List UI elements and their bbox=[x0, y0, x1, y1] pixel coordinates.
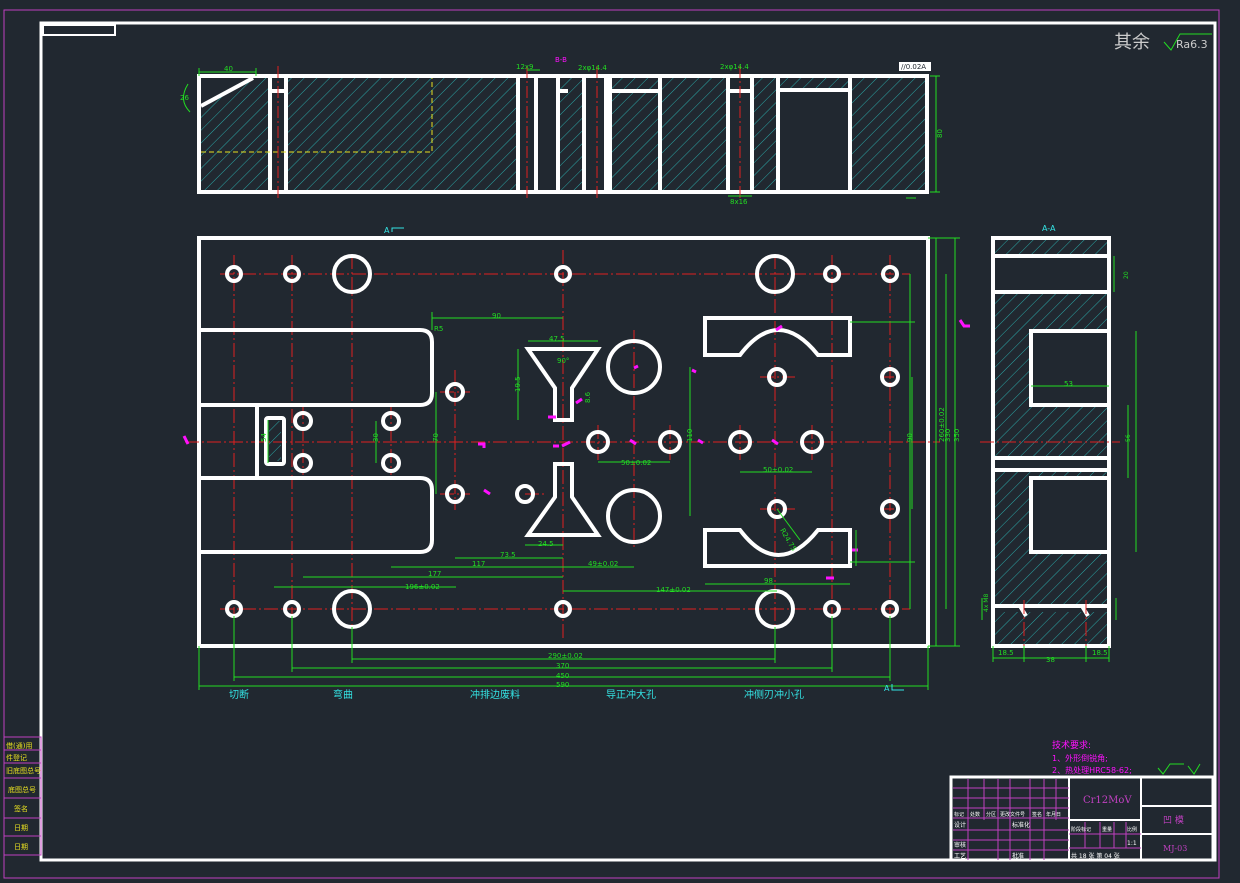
section-a-a: A-A bbox=[1042, 224, 1056, 233]
station-label-3: 导正冲大孔 bbox=[606, 688, 656, 701]
tb-sign: 签名 bbox=[1032, 811, 1042, 818]
side-dim-56: 56 bbox=[1125, 434, 1132, 442]
tb-std: 标准化 bbox=[1012, 821, 1030, 829]
dim-90: 90 bbox=[492, 312, 501, 320]
dim-260: 260±0.02 bbox=[938, 407, 946, 442]
tech-title: 技术要求: bbox=[1052, 739, 1091, 751]
sheet-frame bbox=[3, 9, 1220, 879]
tb-ratio: 比例 bbox=[1127, 826, 1137, 833]
section-bb: B-B bbox=[555, 56, 567, 64]
strip-5: 日期 bbox=[14, 824, 28, 832]
strip-2: 旧底图总号 bbox=[6, 766, 41, 775]
dim-117: 117 bbox=[472, 560, 485, 568]
title-material: Cr12MoV bbox=[1083, 795, 1132, 806]
dim-196: 196±0.02 bbox=[405, 583, 440, 591]
side-dim-38: 38 bbox=[1046, 656, 1055, 664]
dim-19-5: 19.5 bbox=[514, 376, 522, 392]
tb-date: 年月日 bbox=[1046, 811, 1061, 818]
dim-147: 147±0.02 bbox=[656, 586, 691, 594]
side-dim-20: 20 bbox=[1123, 271, 1130, 279]
dim-590: 590 bbox=[556, 681, 569, 689]
dim-80: 80 bbox=[936, 129, 944, 138]
title-part-name: 凹 模 bbox=[1163, 815, 1184, 826]
tb-weight: 重量 bbox=[1102, 826, 1112, 833]
tb-count: 处数 bbox=[970, 811, 980, 818]
dim-90-deg: 90° bbox=[557, 357, 569, 365]
roughness-value: Ra6.3 bbox=[1176, 38, 1208, 51]
side-dim-4x: 4x M8 bbox=[983, 594, 990, 612]
dim-r5: R5 bbox=[434, 325, 443, 333]
dim-r24: R24.75 bbox=[778, 527, 797, 553]
dim-330: 330 bbox=[944, 429, 952, 442]
section-a-top: A bbox=[384, 226, 390, 235]
left-strip: 借(通)用 件登记 旧底图总号 底图总号 签名 日期 日期 bbox=[3, 736, 42, 856]
side-dim-53: 53 bbox=[1064, 380, 1073, 388]
title-block: Cr12MoV 凹 模 MJ-03 1:1 共 18 张 第 04 张 标记 处… bbox=[949, 775, 1215, 862]
tb-approve: 批准 bbox=[1012, 852, 1024, 860]
dim-73-5: 73.5 bbox=[500, 551, 516, 559]
tolerance-text: //0.02A bbox=[901, 63, 926, 71]
strip-3: 底图总号 bbox=[8, 785, 36, 794]
dim-350: 350 bbox=[953, 429, 961, 442]
dim-26: 26 bbox=[180, 94, 189, 102]
dim-70: 70 bbox=[432, 433, 440, 442]
tb-mark: 标记 bbox=[954, 811, 964, 818]
tb-doc: 更改文件号 bbox=[1000, 811, 1025, 818]
tb-process: 工艺 bbox=[954, 852, 966, 860]
dim-2x14-a: 2xφ14.4 bbox=[578, 64, 607, 72]
technical-requirements: 技术要求: 1、外形倒锐角; 2、热处理HRC58-62; bbox=[1052, 739, 1201, 775]
dim-24-5: 24.5 bbox=[538, 540, 554, 548]
tb-check: 审核 bbox=[954, 841, 966, 849]
dim-47-5: 47.5 bbox=[549, 335, 565, 343]
dim-49: 49±0.02 bbox=[588, 560, 618, 568]
dim-290: 290±0.02 bbox=[548, 652, 583, 660]
dim-50-b: 50±0.02 bbox=[763, 466, 793, 474]
side-view: A-A bbox=[980, 224, 1137, 664]
roughness-note: 其余 Ra6.3 bbox=[1114, 32, 1212, 53]
tech-item-0: 1、外形倒锐角; bbox=[1052, 753, 1108, 763]
dim-450: 450 bbox=[556, 672, 569, 680]
strip-0: 借(通)用 bbox=[6, 741, 32, 750]
station-label-0: 切断 bbox=[229, 688, 249, 701]
dim-54: 54 bbox=[260, 433, 268, 442]
top-view: 40 26 12x9 B-B 2xφ14.4 2xφ14.4 80 8x16 /… bbox=[180, 56, 944, 206]
dim-110: 110 bbox=[686, 429, 694, 442]
drawing-border bbox=[39, 21, 1217, 862]
tb-design: 设计 bbox=[954, 821, 966, 829]
strip-6: 日期 bbox=[14, 843, 28, 851]
dim-177: 177 bbox=[428, 570, 441, 578]
dim-50-a: 50±0.02 bbox=[621, 459, 651, 467]
corner-tag bbox=[42, 24, 116, 36]
dim-2x14-b: 2xφ14.4 bbox=[720, 63, 749, 71]
tech-item-1: 2、热处理HRC58-62; bbox=[1052, 765, 1132, 775]
title-sheet: 共 18 张 第 04 张 bbox=[1071, 852, 1120, 860]
tb-zone: 分区 bbox=[986, 811, 996, 818]
tolerance-box bbox=[899, 62, 931, 71]
side-dim-18-5-b: 18.5 bbox=[1092, 649, 1108, 657]
dim-30: 30 bbox=[372, 433, 380, 442]
dim-8-6: 8.6 bbox=[584, 391, 592, 403]
title-code: MJ-03 bbox=[1163, 844, 1187, 853]
tb-stage: 阶段标记 bbox=[1071, 826, 1091, 833]
dim-98: 98 bbox=[764, 577, 773, 585]
strip-1: 件登记 bbox=[6, 753, 27, 762]
dim-12x9: 12x9 bbox=[516, 63, 534, 71]
dim-90-right: 90 bbox=[906, 433, 914, 442]
plan-view: 90 R5 47.5 90° 19.5 8.6 50±0.02 50±0.02 … bbox=[182, 226, 970, 701]
dim-8x16: 8x16 bbox=[730, 198, 748, 206]
side-dim-18-5-a: 18.5 bbox=[998, 649, 1014, 657]
station-label-1: 弯曲 bbox=[333, 688, 353, 701]
roughness-prefix: 其余 bbox=[1114, 32, 1150, 53]
station-label-2: 冲排边废料 bbox=[470, 688, 520, 701]
title-scale: 1:1 bbox=[1127, 840, 1137, 847]
dim-40: 40 bbox=[224, 65, 233, 73]
strip-4: 签名 bbox=[14, 804, 28, 813]
station-label-4: 冲侧刃冲小孔 bbox=[744, 688, 804, 701]
dim-370: 370 bbox=[556, 662, 569, 670]
section-a-bottom: A bbox=[884, 684, 890, 693]
